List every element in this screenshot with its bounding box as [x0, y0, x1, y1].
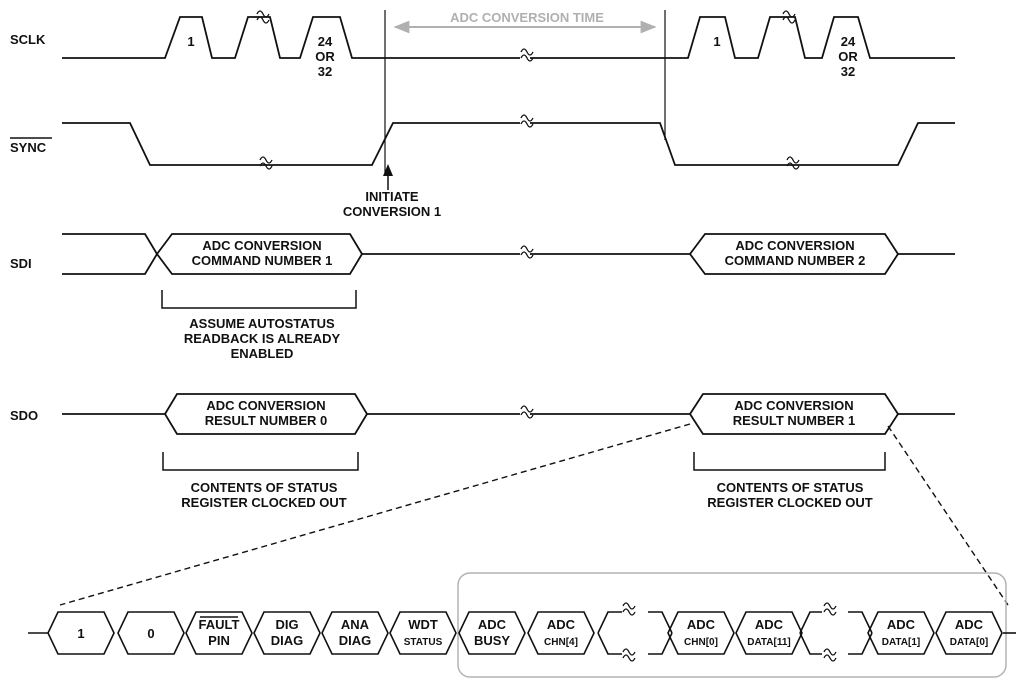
- status-bit-label-line2: BUSY: [474, 633, 510, 648]
- sclk-pulse-last-label-2-1: 24: [841, 34, 856, 49]
- status-bit-label-line2: CHN[0]: [684, 637, 718, 648]
- status-bit-cell: [458, 611, 526, 655]
- status-bit-cell: [253, 611, 321, 655]
- initiate-conversion-arrow: [383, 164, 393, 190]
- sclk-label: SCLK: [10, 32, 46, 47]
- status-bit-cell: [867, 611, 935, 655]
- status-note-right-2: REGISTER CLOCKED OUT: [707, 495, 872, 510]
- sdi-frame-1-line1: ADC CONVERSION: [202, 238, 321, 253]
- sclk-pulse-last-label-1: 24: [318, 34, 333, 49]
- autostatus-bracket: [161, 290, 357, 309]
- sclk-pulse-last-label-2-2: OR: [838, 49, 858, 64]
- status-bit-label-line1: ADC: [547, 617, 576, 632]
- sdo-frame-0-line2: RESULT NUMBER 0: [205, 413, 328, 428]
- sdi-break-mark: [520, 245, 534, 259]
- status-bit-cell: [935, 611, 1003, 655]
- status-bit-label-line1: DIG: [275, 617, 298, 632]
- initiate-conversion-label-2: CONVERSION 1: [343, 204, 441, 219]
- status-bit-label-line1: ADC: [687, 617, 716, 632]
- status-bit-label-line2: DIAG: [271, 633, 304, 648]
- status-bit-cell: [667, 611, 735, 655]
- status-bit-cell: [735, 611, 803, 655]
- sclk-pulse-last-label-3: 32: [318, 64, 332, 79]
- status-bit-label-line2: DATA[0]: [950, 637, 989, 648]
- sdo-break-mark: [520, 405, 534, 419]
- sync-waveform: [62, 122, 955, 166]
- status-bit-label-line2: STATUS: [404, 637, 443, 648]
- sdi-frame-1-line2: COMMAND NUMBER 1: [192, 253, 333, 268]
- sdo-label: SDO: [10, 408, 38, 423]
- sdi-label: SDI: [10, 256, 32, 271]
- sdo-frame-0-line1: ADC CONVERSION: [206, 398, 325, 413]
- sclk-pulse-first-label-2: 1: [713, 34, 720, 49]
- adc-conversion-time-label-bg: [430, 9, 626, 25]
- status-bit-label-line1: ADC: [755, 617, 784, 632]
- status-bit-label-line2: DATA[11]: [747, 637, 791, 648]
- status-bit-label-line1: ADC: [955, 617, 984, 632]
- status-bus: [28, 611, 1016, 655]
- autostatus-note-1: ASSUME AUTOSTATUS: [189, 316, 335, 331]
- status-bracket-left: [162, 452, 359, 471]
- status-note-right-1: CONTENTS OF STATUS: [717, 480, 864, 495]
- status-bit-cell: [389, 611, 457, 655]
- sclk-pulse-last-label-2: OR: [315, 49, 335, 64]
- sdi-waveform: [62, 233, 955, 275]
- sclk-pulse-first-label: 1: [187, 34, 194, 49]
- status-bit-label-line1: ADC: [887, 617, 916, 632]
- status-bracket-right: [693, 452, 886, 471]
- sdo-frame-1-line2: RESULT NUMBER 1: [733, 413, 856, 428]
- status-bit-label-line1: ADC: [478, 617, 507, 632]
- adc-conversion-time-label: ADC CONVERSION TIME: [450, 10, 604, 25]
- sdo-waveform: [62, 393, 955, 435]
- status-bit-label-line1: WDT: [408, 617, 438, 632]
- sclk-pulse-last-label-2-3: 32: [841, 64, 855, 79]
- sdo-frame-1-line1: ADC CONVERSION: [734, 398, 853, 413]
- status-bit-cell: [117, 611, 185, 655]
- status-note-left-2: REGISTER CLOCKED OUT: [181, 495, 346, 510]
- status-bit-label-line1: FAULT: [199, 617, 240, 632]
- status-note-left-1: CONTENTS OF STATUS: [191, 480, 338, 495]
- status-bit-cell: [321, 611, 389, 655]
- autostatus-note-3: ENABLED: [231, 346, 294, 361]
- sdi-frame-2-line1: ADC CONVERSION: [735, 238, 854, 253]
- autostatus-note-2: READBACK IS ALREADY: [184, 331, 341, 346]
- status-bit-label-line2: PIN: [208, 633, 230, 648]
- status-bit-label: 1: [77, 626, 84, 641]
- sclk-break-marks: [256, 10, 796, 62]
- zoom-line-left: [59, 423, 691, 606]
- initiate-conversion-label-1: INITIATE: [365, 189, 419, 204]
- status-bit-cell: [527, 611, 595, 655]
- status-bit-label-line2: DATA[1]: [882, 637, 921, 648]
- zoom-line-right: [887, 425, 1009, 606]
- status-bus-break-marks: [622, 602, 837, 662]
- status-bit-label: 0: [147, 626, 154, 641]
- status-bit-label-line1: ANA: [341, 617, 370, 632]
- status-bit-cell: [47, 611, 115, 655]
- sdi-frame-2-line2: COMMAND NUMBER 2: [725, 253, 866, 268]
- adc-status-highlight-box: [457, 572, 1007, 678]
- status-bit-cell: [185, 611, 253, 655]
- status-bit-label-line2: DIAG: [339, 633, 372, 648]
- sync-break-marks: [259, 114, 800, 170]
- status-bit-label-line2: CHN[4]: [544, 637, 578, 648]
- sync-label: SYNC: [10, 140, 47, 155]
